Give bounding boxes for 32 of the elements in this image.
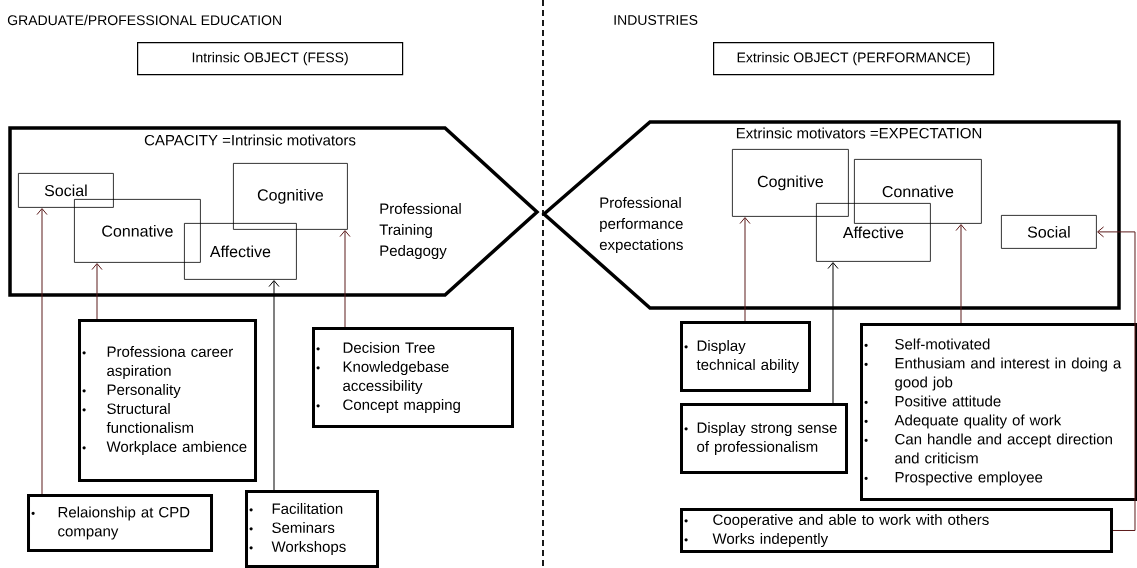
heading-text: Extrinsic motivators =EXPECTATION xyxy=(736,127,982,139)
bullet-list-box: Self-motivated Enthusiam and interest in doing a good job Positive attitude Adequate quality of work Can handle and accept direction and criticism Prospective employee xyxy=(860,323,1137,501)
arrow xyxy=(36,208,48,495)
bullet-list-box: Decision Tree Knowledgebase accessibility Concept mapping xyxy=(312,327,514,428)
arrow xyxy=(91,263,103,320)
arrow xyxy=(1097,226,1136,531)
bullet-list-box: Display strong sense of professionalism xyxy=(680,403,848,474)
bullet-list-box: Professiona career aspiration Personality Structural functionalism Workplace ambience xyxy=(78,319,257,482)
concept-box: Social xyxy=(18,173,114,208)
bullet-list-box: Facilitation Seminars Workshops xyxy=(245,490,379,568)
arrow xyxy=(268,280,280,491)
bullet-list-box: Relaionship at CPD company xyxy=(27,494,213,552)
side-text: Professional Training Pedagogy xyxy=(379,203,461,259)
concept-box: Cognitive xyxy=(233,163,348,230)
object-box: Extrinsic OBJECT (PERFORMANCE) xyxy=(713,42,995,76)
arrow xyxy=(739,217,751,322)
concept-box: Social xyxy=(1001,215,1097,249)
concept-box: Cognitive xyxy=(732,149,849,217)
concept-box: Connative xyxy=(854,159,982,224)
arrow xyxy=(827,262,839,404)
arrow xyxy=(339,230,351,328)
section-heading: INDUSTRIES xyxy=(614,15,698,25)
section-heading: GRADUATE/PROFESSIONAL EDUCATION xyxy=(7,14,281,26)
bullet-list-box: Display technical ability xyxy=(680,321,811,392)
heading-text: CAPACITY =Intrinsic motivators xyxy=(144,134,356,146)
bullet-list-box: Cooperative and able to work with others Works indepently xyxy=(680,508,1113,553)
concept-box: Affective xyxy=(816,203,931,262)
concept-box: Connative xyxy=(74,199,201,263)
arrow xyxy=(955,224,967,324)
side-text: Professional performance expectations xyxy=(599,197,683,253)
concept-box: Affective xyxy=(184,223,297,280)
object-box: Intrinsic OBJECT (FESS) xyxy=(137,42,404,76)
